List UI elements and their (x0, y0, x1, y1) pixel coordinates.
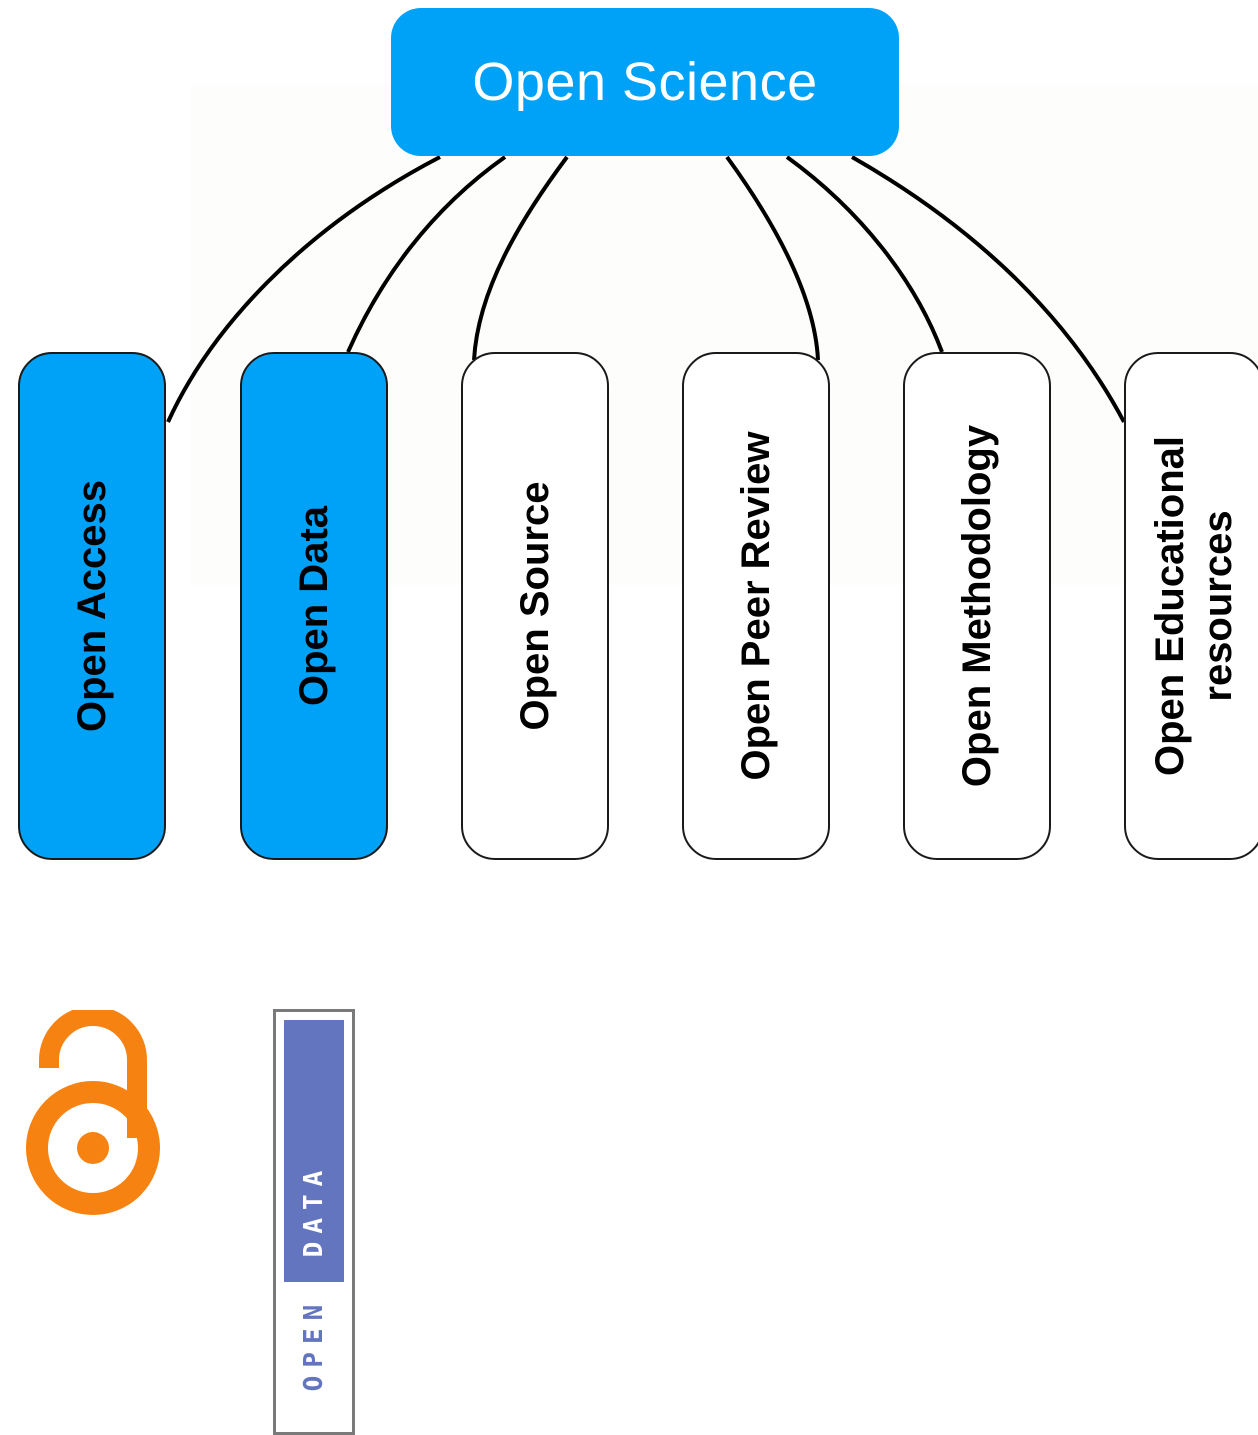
connector-open-data (346, 155, 507, 353)
branch-label: Open Source (513, 481, 557, 731)
open-data-badge-data-panel: DATA (284, 1020, 344, 1282)
branch-label: Open Access (70, 480, 114, 732)
branch-label: Open Peer Review (734, 431, 778, 781)
branch-label: Open Educational resources (1148, 435, 1240, 777)
connector-open-source (472, 155, 569, 361)
connector-open-access (166, 155, 441, 423)
connector-open-methodology (785, 155, 944, 353)
open-access-lock-icon (26, 1010, 160, 1215)
open-data-badge-open-panel: OPEN (284, 1282, 344, 1432)
branch-open-source: Open Source (461, 352, 609, 860)
open-data-badge-open-text: OPEN (299, 1296, 329, 1392)
connector-open-educational-resources (851, 155, 1126, 423)
open-science-node: Open Science (391, 8, 899, 156)
branch-label: Open Methodology (955, 424, 999, 788)
connector-open-peer-review (725, 155, 820, 361)
open-science-title: Open Science (472, 52, 818, 112)
branch-open-data: Open Data (240, 352, 388, 860)
open-data-badge: DATA OPEN (273, 1009, 355, 1435)
branch-label: Open Data (292, 505, 336, 707)
branch-open-educational-resources: Open Educational resources (1124, 352, 1258, 860)
branch-open-access: Open Access (18, 352, 166, 860)
open-data-badge-data-text: DATA (299, 1162, 329, 1258)
branch-open-peer-review: Open Peer Review (682, 352, 830, 860)
branch-open-methodology: Open Methodology (903, 352, 1051, 860)
